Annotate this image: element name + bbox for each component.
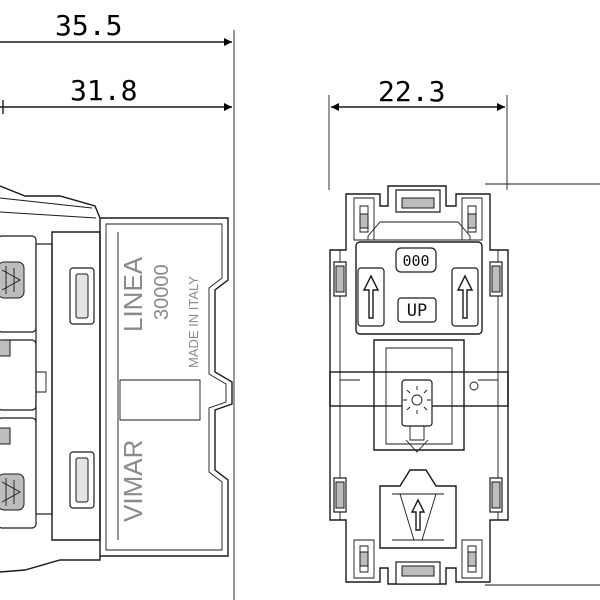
front-view: 000 UP — [329, 185, 509, 585]
dimension-overall-width: 35.5 — [0, 9, 232, 46]
side-view: LINEA 30000 MADE IN ITALY VIMAR — [0, 185, 233, 573]
terminal-screw-icon — [0, 261, 25, 299]
marking-origin: MADE IN ITALY — [186, 276, 201, 368]
terminal-clamp-icon — [0, 427, 11, 445]
up-arrow-icon — [451, 267, 479, 327]
dimension-body-width: 31.8 — [0, 74, 232, 114]
code-badge-label: 000 — [402, 252, 429, 270]
marking-code: 30000 — [151, 264, 173, 320]
lower-up-arrow-icon — [410, 498, 426, 531]
orientation-badge — [397, 297, 437, 323]
dimension-overall-width-label: 35.5 — [55, 9, 122, 42]
up-arrow-icon — [357, 267, 385, 327]
lamp-icon — [401, 379, 433, 453]
orientation-badge-label: UP — [407, 301, 427, 321]
terminal-clamp-icon — [0, 339, 11, 357]
dimension-body-width-label: 31.8 — [70, 74, 137, 107]
terminal-screw-icon — [0, 473, 25, 511]
marking-line: LINEA — [118, 256, 148, 332]
dimension-front-width: 22.3 — [328, 75, 508, 190]
dimension-front-width-label: 22.3 — [378, 75, 445, 108]
marking-brand: VIMAR — [118, 440, 148, 522]
indicator-hole — [469, 381, 479, 391]
code-badge — [395, 247, 437, 273]
